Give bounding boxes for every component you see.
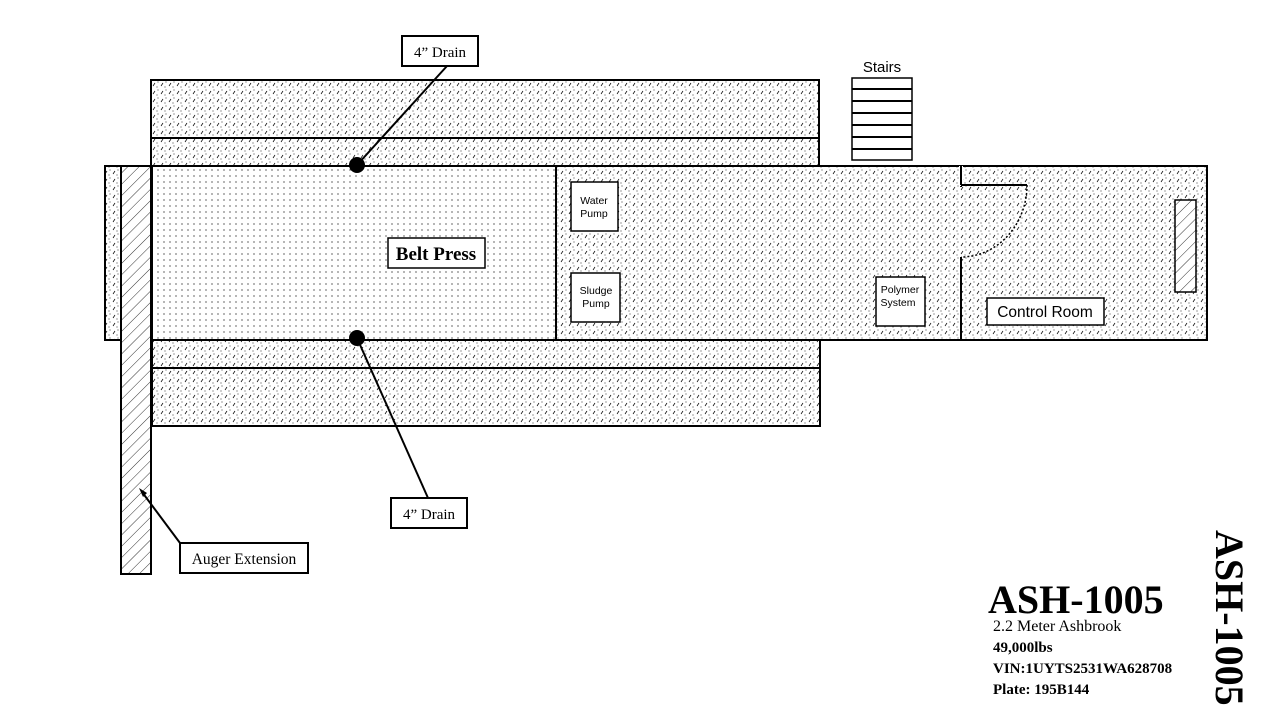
drain-bottom-label-box [390, 497, 468, 529]
unit-title-vertical: ASH-1005 [1207, 530, 1252, 706]
bottom-deck-outer [151, 367, 821, 427]
drain-bottom-leader [356, 337, 429, 499]
control-room-label: Control Room [997, 304, 1093, 321]
drain-bottom-icon [349, 330, 365, 346]
stairs-label: Stairs [863, 59, 901, 76]
sludge-pump-box [570, 272, 621, 323]
electrical-panel [1174, 199, 1197, 293]
drain-top-label-box [401, 35, 479, 67]
belt-press-label-box [387, 237, 486, 269]
control-room-label-box [986, 297, 1105, 326]
drain-bottom-label: 4” Drain [403, 507, 456, 523]
auger-label-box [179, 542, 309, 574]
belt-press-area [151, 165, 557, 341]
unit-vin: VIN:1UYTS2531WA628708 [993, 661, 1172, 677]
door-gap [958, 187, 964, 257]
polymer-system-label-2: System [880, 297, 915, 309]
unit-title: ASH-1005 [988, 577, 1164, 622]
top-deck-outer [150, 79, 820, 139]
bottom-deck-inner [151, 339, 821, 369]
auger-label: Auger Extension [192, 551, 297, 568]
polymer-system-label-1: Polymer [881, 284, 920, 296]
unit-weight: 49,000lbs [993, 640, 1053, 656]
stairs [851, 77, 913, 161]
auger-leader [141, 491, 181, 544]
polymer-system-box [875, 276, 926, 327]
unit-subtitle: 2.2 Meter Ashbrook [993, 618, 1121, 635]
drain-top-icon [349, 157, 365, 173]
drain-top-label: 4” Drain [414, 45, 467, 61]
drain-top-leader [356, 65, 448, 166]
unit-plate: Plate: 195B144 [993, 682, 1090, 698]
auger-extension [120, 165, 152, 575]
water-pump-label-2: Pump [580, 208, 608, 220]
water-pump-label-1: Water [580, 195, 608, 207]
belt-press-label: Belt Press [396, 244, 476, 265]
water-pump-box [570, 181, 619, 232]
arrowhead-icon [139, 488, 147, 497]
top-deck-inner [150, 137, 820, 167]
sludge-pump-label-2: Pump [582, 298, 610, 310]
sludge-pump-label-1: Sludge [580, 285, 613, 297]
